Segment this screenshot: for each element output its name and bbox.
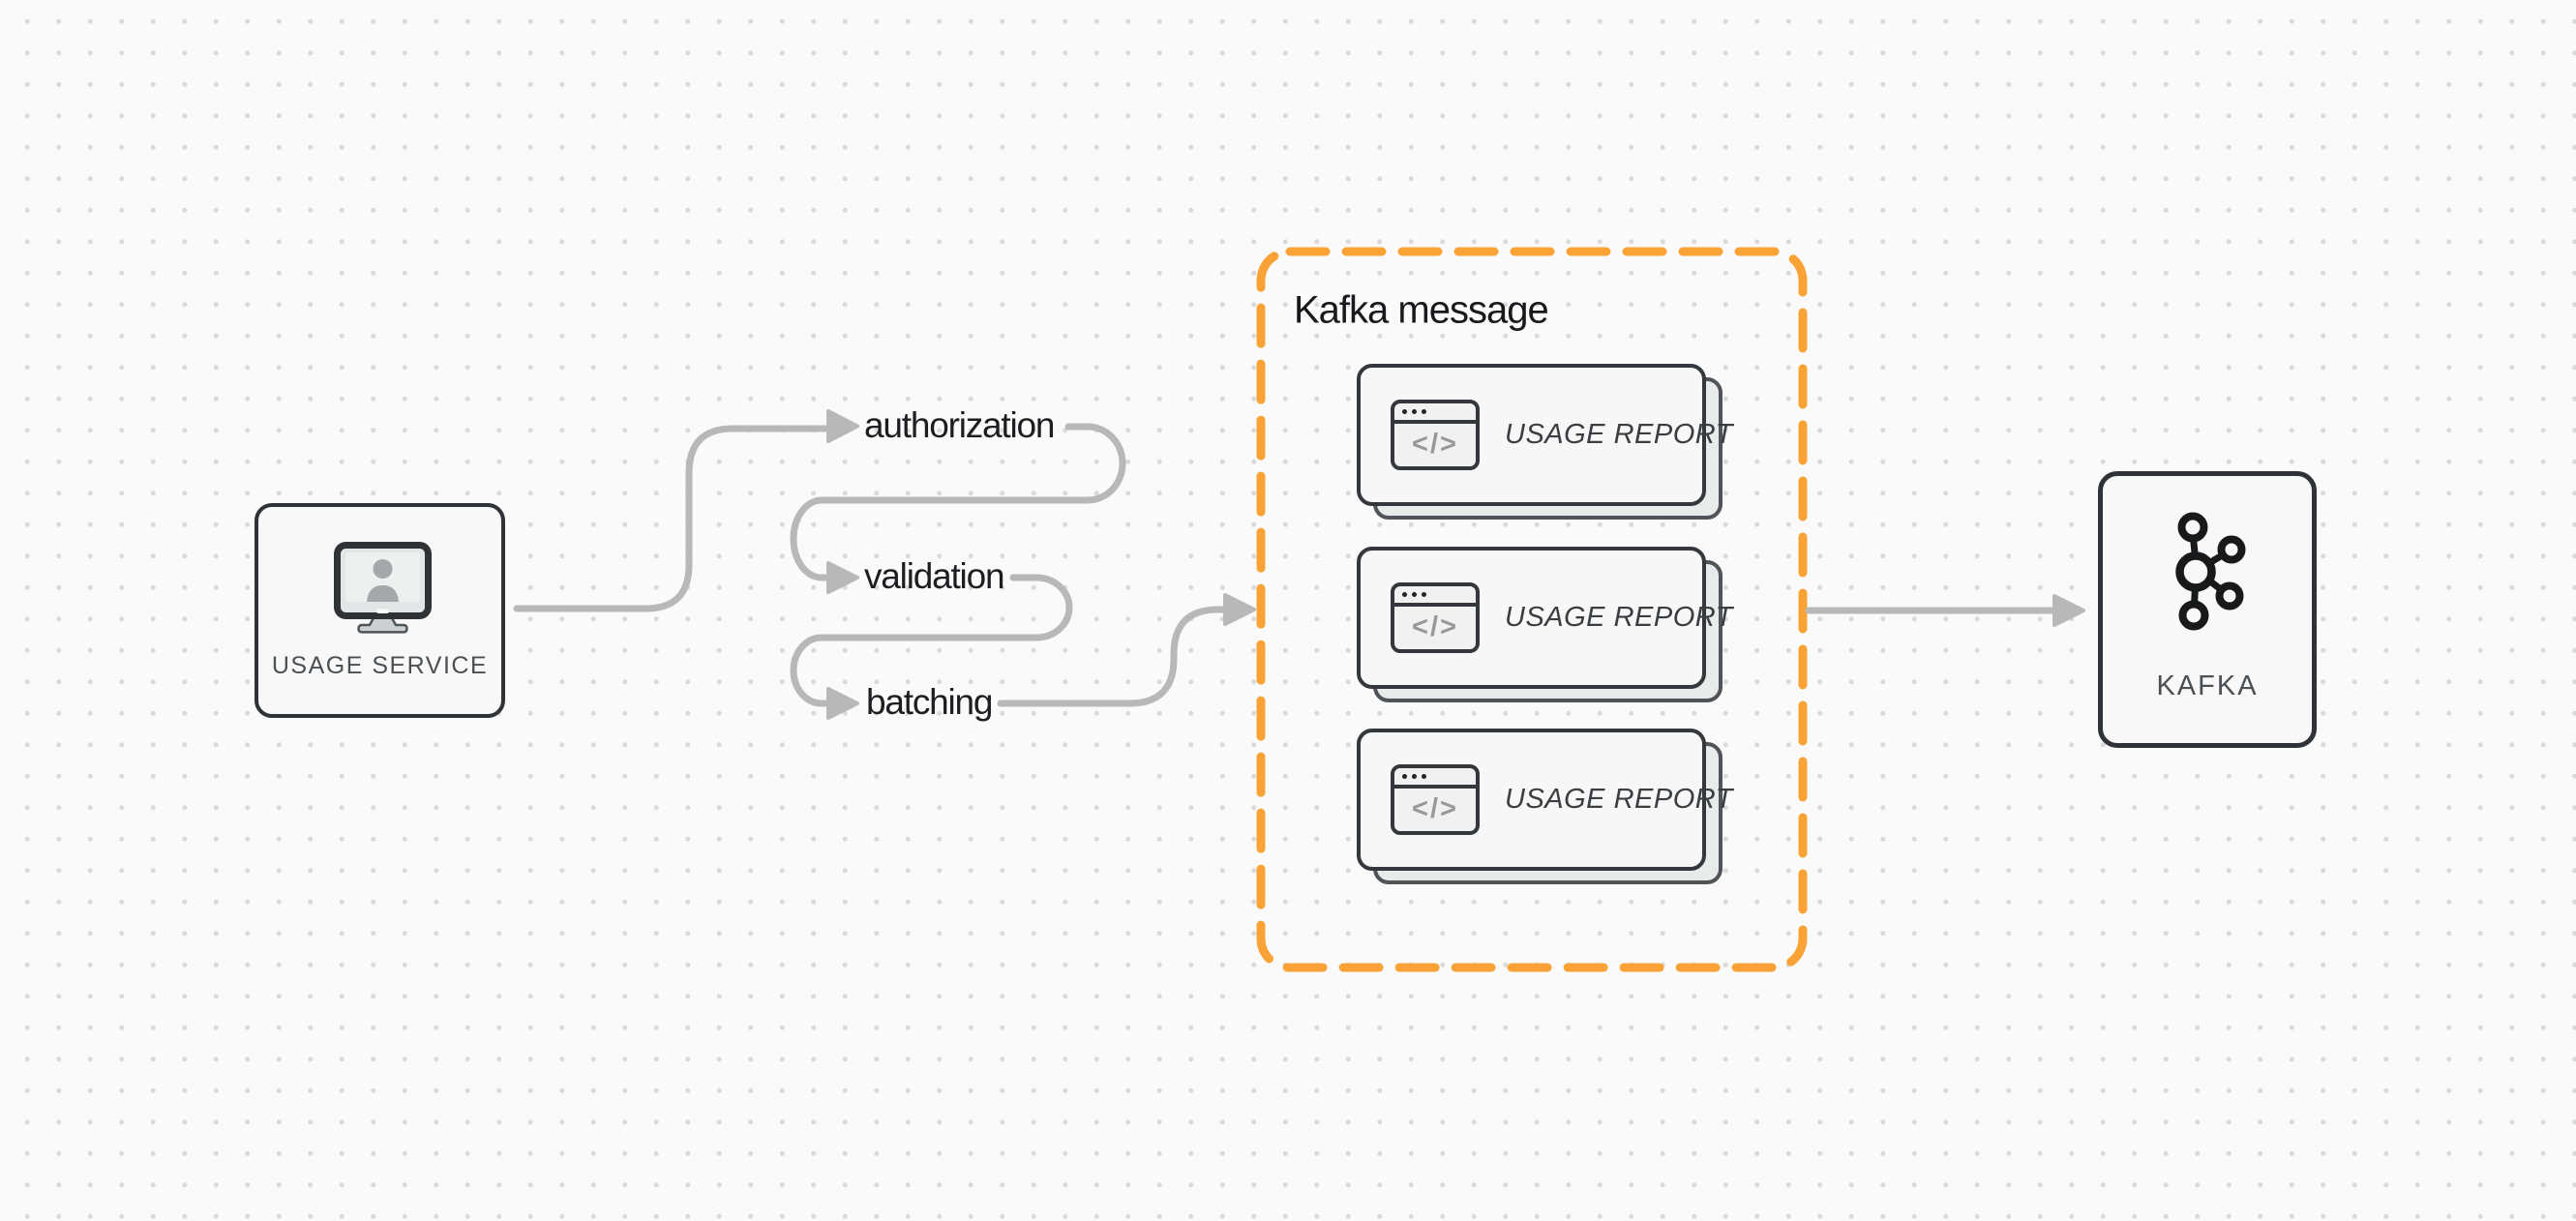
arrowhead-validation bbox=[826, 561, 859, 594]
code-glyph: </> bbox=[1412, 792, 1458, 824]
kafka-node: KAFKA bbox=[2098, 471, 2317, 748]
code-window-header bbox=[1394, 403, 1476, 424]
arrow-usage-service-to-authorization bbox=[513, 425, 829, 612]
usage-report-card-face: </> USAGE REPORT bbox=[1357, 547, 1732, 689]
usage-report-label: USAGE REPORT bbox=[1505, 602, 1733, 633]
monitor-user-icon bbox=[334, 542, 432, 634]
kafka-label: KAFKA bbox=[2156, 670, 2259, 701]
window-dot-icon bbox=[1422, 774, 1426, 779]
kafka-message-group-border bbox=[1256, 247, 1808, 972]
code-glyph: </> bbox=[1412, 610, 1458, 642]
flow-step-validation: validation bbox=[864, 556, 1005, 597]
code-window-header bbox=[1394, 586, 1476, 607]
usage-report-label: USAGE REPORT bbox=[1505, 784, 1733, 815]
arrowhead-kafka bbox=[2052, 594, 2085, 627]
code-glyph: </> bbox=[1412, 428, 1458, 460]
usage-report-card: </> USAGE REPORT bbox=[1357, 729, 1732, 884]
window-dot-icon bbox=[1422, 409, 1426, 414]
code-window-icon: </> bbox=[1391, 400, 1480, 470]
code-window-header bbox=[1394, 768, 1476, 789]
arrow-batching-to-kafka-message bbox=[997, 606, 1227, 707]
window-dot-icon bbox=[1402, 409, 1407, 414]
usage-report-card-face: </> USAGE REPORT bbox=[1357, 364, 1732, 506]
usage-report-label: USAGE REPORT bbox=[1505, 419, 1733, 450]
usage-report-card: </> USAGE REPORT bbox=[1357, 547, 1732, 702]
kafka-logo-icon bbox=[2175, 512, 2246, 631]
arrowhead-batching bbox=[826, 687, 859, 720]
arrowhead-kafka-message bbox=[1223, 593, 1256, 626]
kafka-message-title: Kafka message bbox=[1294, 288, 1549, 332]
flow-step-batching: batching bbox=[866, 682, 993, 723]
window-dot-icon bbox=[1412, 774, 1417, 779]
usage-report-card-face: </> USAGE REPORT bbox=[1357, 729, 1732, 871]
usage-service-label: USAGE SERVICE bbox=[271, 652, 489, 679]
code-window-icon: </> bbox=[1391, 582, 1480, 653]
arrow-authorization-to-validation bbox=[790, 423, 1126, 581]
window-dot-icon bbox=[1422, 592, 1426, 597]
window-dot-icon bbox=[1402, 774, 1407, 779]
usage-report-card: </> USAGE REPORT bbox=[1357, 364, 1732, 520]
window-dot-icon bbox=[1412, 592, 1417, 597]
usage-service-node: USAGE SERVICE bbox=[255, 503, 505, 718]
code-window-icon: </> bbox=[1391, 764, 1480, 835]
window-dot-icon bbox=[1402, 592, 1407, 597]
flow-step-authorization: authorization bbox=[864, 405, 1055, 446]
arrow-validation-to-batching bbox=[790, 574, 1073, 707]
arrowhead-authorization bbox=[826, 409, 859, 443]
window-dot-icon bbox=[1412, 409, 1417, 414]
